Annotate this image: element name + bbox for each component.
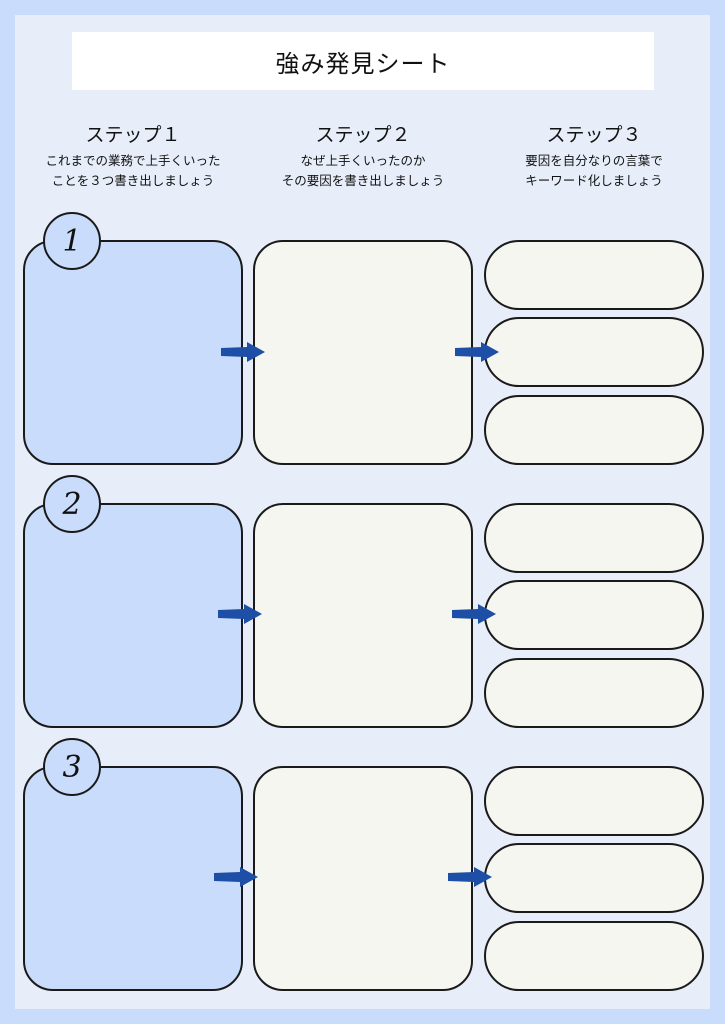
row-2-arrow-2-icon xyxy=(452,604,496,624)
row-1-keyword-1[interactable] xyxy=(484,240,704,310)
row-2-arrow-1-icon xyxy=(218,604,262,624)
step-1-header: ステップ１ これまでの業務で上手くいった ことを３つ書き出しましょう xyxy=(23,123,243,191)
row-3-arrow-2-icon xyxy=(448,867,492,887)
row-1-keyword-3[interactable] xyxy=(484,395,704,465)
row-1-arrow-1-icon xyxy=(221,342,265,362)
row-3-arrow-1-icon xyxy=(214,867,258,887)
row-2-step-2-box[interactable] xyxy=(253,503,473,728)
row-1-step-2-box[interactable] xyxy=(253,240,473,465)
row-3-step-1-box[interactable] xyxy=(23,766,243,991)
row-3-keyword-3[interactable] xyxy=(484,921,704,991)
row-3-keyword-1[interactable] xyxy=(484,766,704,836)
step-2-desc-line1: なぜ上手くいったのか xyxy=(300,153,426,168)
step-1-desc-line2: ことを３つ書き出しましょう xyxy=(51,173,215,188)
row-3-step-2-box[interactable] xyxy=(253,766,473,991)
row-3-number-badge: 3 xyxy=(43,738,101,796)
step-2-header: ステップ２ なぜ上手くいったのか その要因を書き出しましょう xyxy=(253,123,473,191)
row-1-number-badge: 1 xyxy=(43,212,101,270)
step-2-desc-line2: その要因を書き出しましょう xyxy=(281,173,445,188)
step-3-header: ステップ３ 要因を自分なりの言葉で キーワード化しましょう xyxy=(484,123,704,191)
step-2-title: ステップ２ xyxy=(315,124,411,146)
row-1-arrow-2-icon xyxy=(455,342,499,362)
page-title: 強み発見シート xyxy=(275,49,451,78)
row-2-keyword-3[interactable] xyxy=(484,658,704,728)
title-box: 強み発見シート xyxy=(72,32,654,90)
step-3-desc-line2: キーワード化しましょう xyxy=(525,173,663,188)
step-3-desc-line1: 要因を自分なりの言葉で xyxy=(525,153,663,168)
row-2-keyword-1[interactable] xyxy=(484,503,704,573)
step-3-title: ステップ３ xyxy=(546,124,642,146)
step-1-title: ステップ１ xyxy=(85,124,181,146)
row-1-step-1-box[interactable] xyxy=(23,240,243,465)
step-1-desc-line1: これまでの業務で上手くいった xyxy=(45,153,221,168)
row-2-step-1-box[interactable] xyxy=(23,503,243,728)
row-3-keyword-2[interactable] xyxy=(484,843,704,913)
row-2-number-badge: 2 xyxy=(43,475,101,533)
row-2-keyword-2[interactable] xyxy=(484,580,704,650)
row-1-keyword-2[interactable] xyxy=(484,317,704,387)
